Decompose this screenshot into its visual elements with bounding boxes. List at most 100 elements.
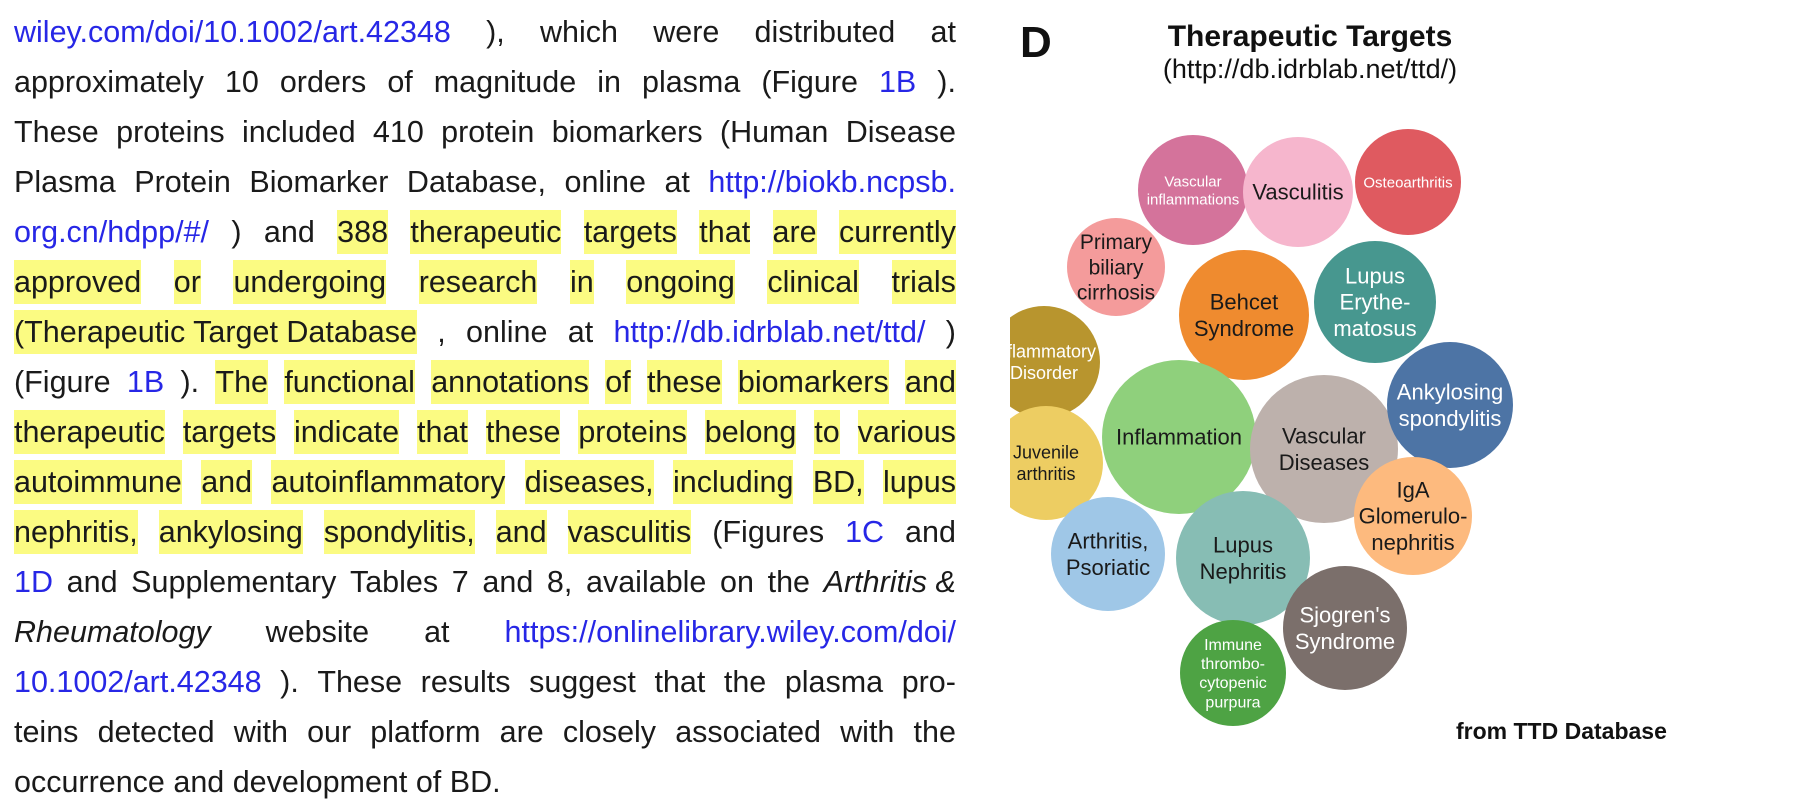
text-run: available [586,565,707,599]
bubble-label: Juvenile [1013,443,1079,463]
text-run: the [723,665,767,699]
highlighted-text: research [418,260,538,304]
highlighted-text: or [173,260,201,304]
highlighted-text: approved [14,260,142,304]
inline-link[interactable]: http://biokb.ncpsb. [708,165,956,199]
figure-subtitle: (http://db.idrblab.net/ttd/) [1162,54,1458,84]
highlighted-text: that [417,410,468,454]
bubble: InflammatoryDisorder [1010,306,1100,418]
text-run: Protein [134,165,231,199]
bubble-label: Syndrome [1194,316,1294,341]
text-run: These [14,115,99,149]
inline-link[interactable]: 1D [14,565,53,599]
highlighted-text: targets [182,410,277,454]
bubble-label: Lupus [1213,533,1273,558]
text-run: Supplementary [131,565,337,599]
text-run: protein [441,115,535,149]
bubble-circle [1176,491,1310,625]
inline-link[interactable]: https://onlinelibrary.wiley.com/doi/ [504,615,956,649]
text-run: and [263,215,315,249]
text-run: Plasma [14,165,116,199]
panel-letter: D [1020,18,1052,67]
text-run: 10 [224,65,259,99]
bubble-circle [1051,497,1165,611]
text-run: plasma [784,665,884,699]
text-run: magnitude [433,65,577,99]
highlighted-text: spondylitis, [323,510,475,554]
text-run: included [241,115,356,149]
highlighted-text: these [485,410,561,454]
figure-source-note: from TTD Database [1456,718,1667,744]
text-run: the [767,565,811,599]
bubble-circle [1314,241,1436,363]
text-run: biomarkers [551,115,703,149]
bubble-label: Nephritis [1200,559,1287,584]
bubble-circle [1179,250,1309,380]
bubble-circle [1250,375,1398,523]
bubble: Vasculitis [1243,137,1353,247]
inline-link[interactable]: 1B [878,65,917,99]
bubble-label: biliary [1089,256,1144,279]
highlighted-text: annotations [431,360,589,404]
inline-link[interactable]: 1C [845,515,885,549]
bubble-circle [1010,306,1100,418]
bubble-label: Vascular [1164,173,1221,190]
highlighted-text: proteins [578,410,687,454]
text-run: in [597,65,621,99]
text-run: at [664,165,690,199]
highlighted-text: trials [891,260,956,304]
bubble-label: Vasculitis [1252,180,1343,205]
text-run: 8, [546,565,573,599]
bubble-label: Erythe- [1340,290,1411,315]
inline-link[interactable]: 1B [126,365,165,399]
text-line: occurrence and development of BD. [14,760,956,810]
inline-link[interactable]: wiley.com/doi/10.1002/art.42348 [14,15,451,49]
highlighted-text: autoimmune [14,460,182,504]
text-run: that [654,665,706,699]
text-run: and [66,565,118,599]
bubble-label: cytopenic [1199,675,1267,692]
text-run: ). [180,365,200,399]
text-run: associated [675,715,822,749]
text-run: Database, [406,165,546,199]
highlighted-text: including [673,460,794,504]
highlighted-text: belong [704,410,797,454]
text-run: (Human [719,115,829,149]
highlighted-text: undergoing [233,260,387,304]
text-run: platform [370,715,481,749]
highlighted-text: 388 [337,210,389,254]
inline-link[interactable]: 10.1002/art.42348 [14,665,262,699]
bubble-label: arthritis [1016,464,1075,484]
text-run: at [930,15,956,49]
bubble-label: Arthritis, [1068,529,1149,554]
bubble-label: Inflammatory [1010,342,1096,362]
highlighted-text: (Therapeutic Target Database [14,310,417,354]
text-run: results [420,665,511,699]
text-run: 410 [372,115,424,149]
bubble-label: Disorder [1010,363,1078,383]
highlighted-text: BD, [812,460,864,504]
highlighted-text: indicate [293,410,400,454]
text-run: with [233,715,288,749]
bubble-label: Sjogren's [1299,603,1390,628]
inline-link[interactable]: org.cn/hdpp/#/ [14,215,210,249]
bubble-label: Diseases [1279,450,1369,475]
bubble-circle [1067,218,1165,316]
highlighted-text: therapeutic [14,410,165,454]
inline-link[interactable]: http://db.idrblab.net/ttd/ [613,315,926,349]
bubble: Osteoarthritis [1355,129,1461,235]
